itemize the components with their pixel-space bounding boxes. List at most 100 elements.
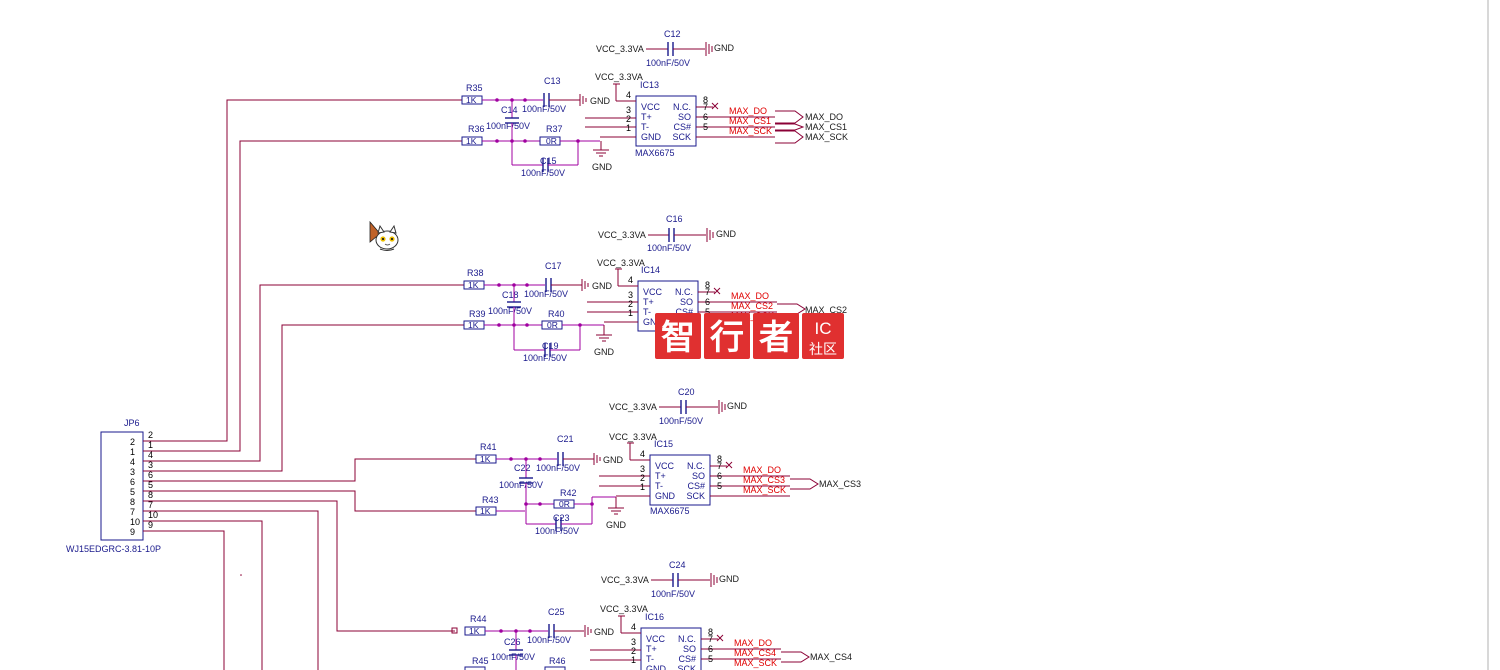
connector-pin-number: 4 (130, 457, 135, 467)
ic-pin-label: SO (680, 297, 693, 307)
connector-pin-number: 10 (148, 510, 158, 520)
ic-pin-number: 7 (705, 287, 710, 297)
resistor-ref: R37 (546, 124, 563, 134)
bus-label: MAX_DO (805, 112, 843, 122)
ic-pin-labels: VCCT+T-GNDN.C.SOCS#SCK43218765VCCT+T-GND… (626, 90, 722, 670)
cap-ref: C14 (501, 105, 518, 115)
connector-pin-number: 9 (130, 527, 135, 537)
cap-ref: C20 (678, 387, 695, 397)
net-label-red: MAX_DO (731, 291, 769, 301)
cap-ref: C15 (540, 156, 557, 166)
resistor-value: 1K (480, 454, 491, 464)
resistor-value: 1K (480, 506, 491, 516)
cap-ref: C18 (502, 290, 519, 300)
net-label-red: MAX_CS3 (743, 475, 785, 485)
cat-mascot-icon (369, 220, 399, 251)
cap-ref: C16 (666, 214, 683, 224)
cap-value: 100nF/50V (659, 416, 703, 426)
ic-pin-number: 2 (640, 473, 645, 483)
vcc-label: VCC_3.3VA (609, 432, 657, 442)
ic-pin-number: 1 (626, 123, 631, 133)
gnd-label: GND (716, 229, 737, 239)
ic-pin-label: GND (646, 664, 667, 670)
net-label-red: MAX_DO (729, 106, 767, 116)
ic-pin-label: T- (655, 481, 663, 491)
ic-pin-number: 8 (717, 454, 722, 464)
resistor-value: 1K (468, 280, 479, 290)
resistor-value: 0R (546, 136, 557, 146)
cap-ref: C23 (553, 513, 570, 523)
ic-pin-label: N.C. (675, 287, 693, 297)
cap-value: 100nF/50V (536, 463, 580, 473)
ic-pin-label: SCK (677, 664, 696, 670)
connector-pin-number: 3 (130, 467, 135, 477)
connector-pin-number: 10 (130, 517, 140, 527)
cap-value: 100nF/50V (646, 58, 690, 68)
connector-pin-number: 6 (130, 477, 135, 487)
resistor-ref: R45 (472, 656, 489, 666)
resistor (544, 666, 566, 670)
cap-ref: C21 (557, 434, 574, 444)
resistor-ref: R42 (560, 488, 577, 498)
cap-value: 100nF/50V (522, 104, 566, 114)
ic-pin-number: 8 (703, 95, 708, 105)
ic-pin-number: 5 (717, 481, 722, 491)
ic-pin-number: 1 (640, 482, 645, 492)
ic-pin-label: T+ (655, 471, 666, 481)
cap-value: 100nF/50V (523, 353, 567, 363)
net-label-red: MAX_CS2 (731, 301, 773, 311)
gnd-label: GND (714, 43, 735, 53)
ic-pin-label: CS# (675, 307, 693, 317)
ic-pin-number: 8 (705, 280, 710, 290)
watermark-badge-top: IC (815, 319, 832, 338)
ic-pin-number: 5 (703, 122, 708, 132)
resistor-ref: R38 (467, 268, 484, 278)
ic-pin-label: T+ (641, 112, 652, 122)
ic-pin-number: 4 (628, 275, 633, 285)
channel-ic13: VCC_3.3VA GND C12 100nF/50V R35 1K R36 1… (461, 29, 805, 178)
ic-pin-label: T+ (643, 297, 654, 307)
cap-ref: C26 (504, 637, 521, 647)
resistor-value: 1K (466, 136, 477, 146)
ic-pin-number: 1 (631, 655, 636, 665)
vcc-label: VCC_3.3VA (597, 258, 645, 268)
connector-pin-number: 3 (148, 460, 153, 470)
net-label-red: MAX_SCK (743, 485, 786, 495)
ic-pin-number: 4 (626, 90, 631, 100)
connector-pin-number: 8 (130, 497, 135, 507)
resistor-ref: R40 (548, 309, 565, 319)
ic-pin-number: 7 (708, 634, 713, 644)
ic-part: MAX6675 (650, 506, 690, 516)
ic-pin-number: 6 (705, 297, 710, 307)
resistor-value: 0R (559, 499, 570, 509)
gnd-label: GND (594, 627, 615, 637)
cap-value: 100nF/50V (486, 121, 530, 131)
ic-pin-label: T- (646, 654, 654, 664)
vcc-label: VCC_3.3VA (596, 44, 644, 54)
resistor-ref: R43 (482, 495, 499, 505)
ic-pin-number: 6 (703, 112, 708, 122)
ic-pin-number: 4 (640, 449, 645, 459)
connector-pin-number: 1 (130, 447, 135, 457)
net-label-red: MAX_CS4 (734, 648, 776, 658)
ic-pin-number: 5 (705, 307, 710, 317)
gnd-label: GND (603, 455, 624, 465)
connector-body (100, 431, 144, 541)
connector-ref: JP6 (124, 418, 140, 428)
ic-pin-label: GND (655, 491, 676, 501)
cap-value: 100nF/50V (488, 306, 532, 316)
gnd-label: GND (727, 401, 748, 411)
ic-pin-number: 3 (640, 464, 645, 474)
resistor-ref: R36 (468, 124, 485, 134)
watermark-char: 行 (710, 318, 744, 358)
cap-value: 100nF/50V (647, 243, 691, 253)
ic-pin-label: CS# (673, 122, 691, 132)
gnd-label: GND (592, 281, 613, 291)
ic-pin-label: N.C. (678, 634, 696, 644)
net-labels: MAX_DOMAX_CS1MAX_SCKMAX_DOMAX_CS1MAX_SCK… (729, 106, 861, 668)
bus-label: MAX_CS3 (819, 479, 861, 489)
connector-pin-number: 2 (130, 437, 135, 447)
cap-value: 100nF/50V (524, 289, 568, 299)
